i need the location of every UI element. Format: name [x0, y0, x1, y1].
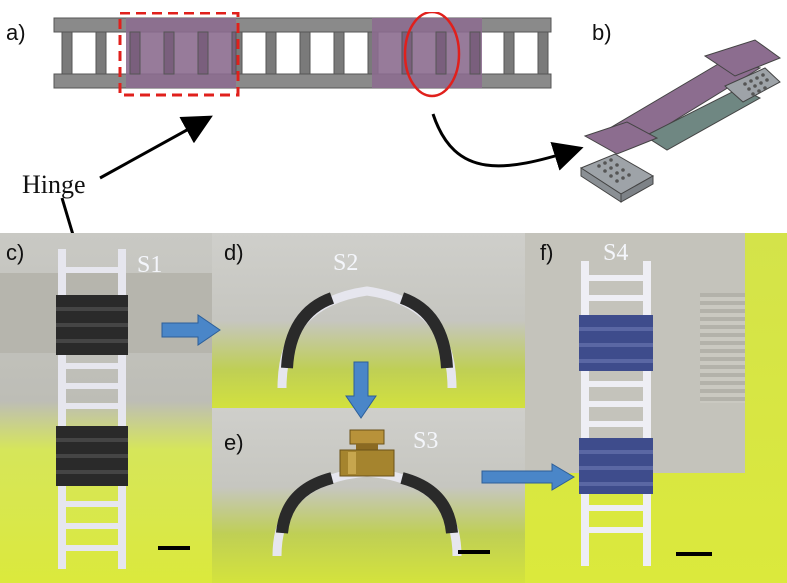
scale-bar-f — [676, 552, 712, 556]
panel-label-a: a) — [6, 20, 26, 45]
photo-s3 — [212, 408, 525, 583]
state-label-s2: S2 — [333, 250, 359, 276]
state-label-s1: S1 — [137, 252, 163, 278]
hinge-3d-model — [579, 39, 782, 203]
arrow-s1-to-s2 — [161, 314, 221, 346]
blue-hinge-upper — [579, 315, 653, 371]
arrow-s3-to-s4 — [481, 463, 575, 491]
dark-hinge-upper — [56, 295, 128, 355]
dark-hinge-lower — [56, 426, 128, 486]
scale-bar-e — [458, 550, 490, 554]
state-label-s4: S4 — [603, 240, 629, 266]
state-label-s3: S3 — [413, 428, 439, 454]
panel-label-f: f) — [540, 240, 554, 265]
curved-arrow — [431, 113, 584, 171]
arrow-s2-to-s3 — [345, 361, 377, 419]
blue-hinge-lower — [579, 438, 653, 494]
panel-label-d: d) — [224, 240, 244, 265]
panel-label-b: b) — [592, 20, 612, 45]
scale-bar-c — [158, 546, 190, 550]
hinge-label: Hinge — [22, 170, 86, 199]
panel-label-e: e) — [224, 430, 244, 455]
cad-ladder-strip — [53, 12, 552, 98]
photo-s1 — [0, 233, 212, 583]
panel-label-c: c) — [6, 240, 25, 265]
photo-s4 — [525, 233, 787, 583]
